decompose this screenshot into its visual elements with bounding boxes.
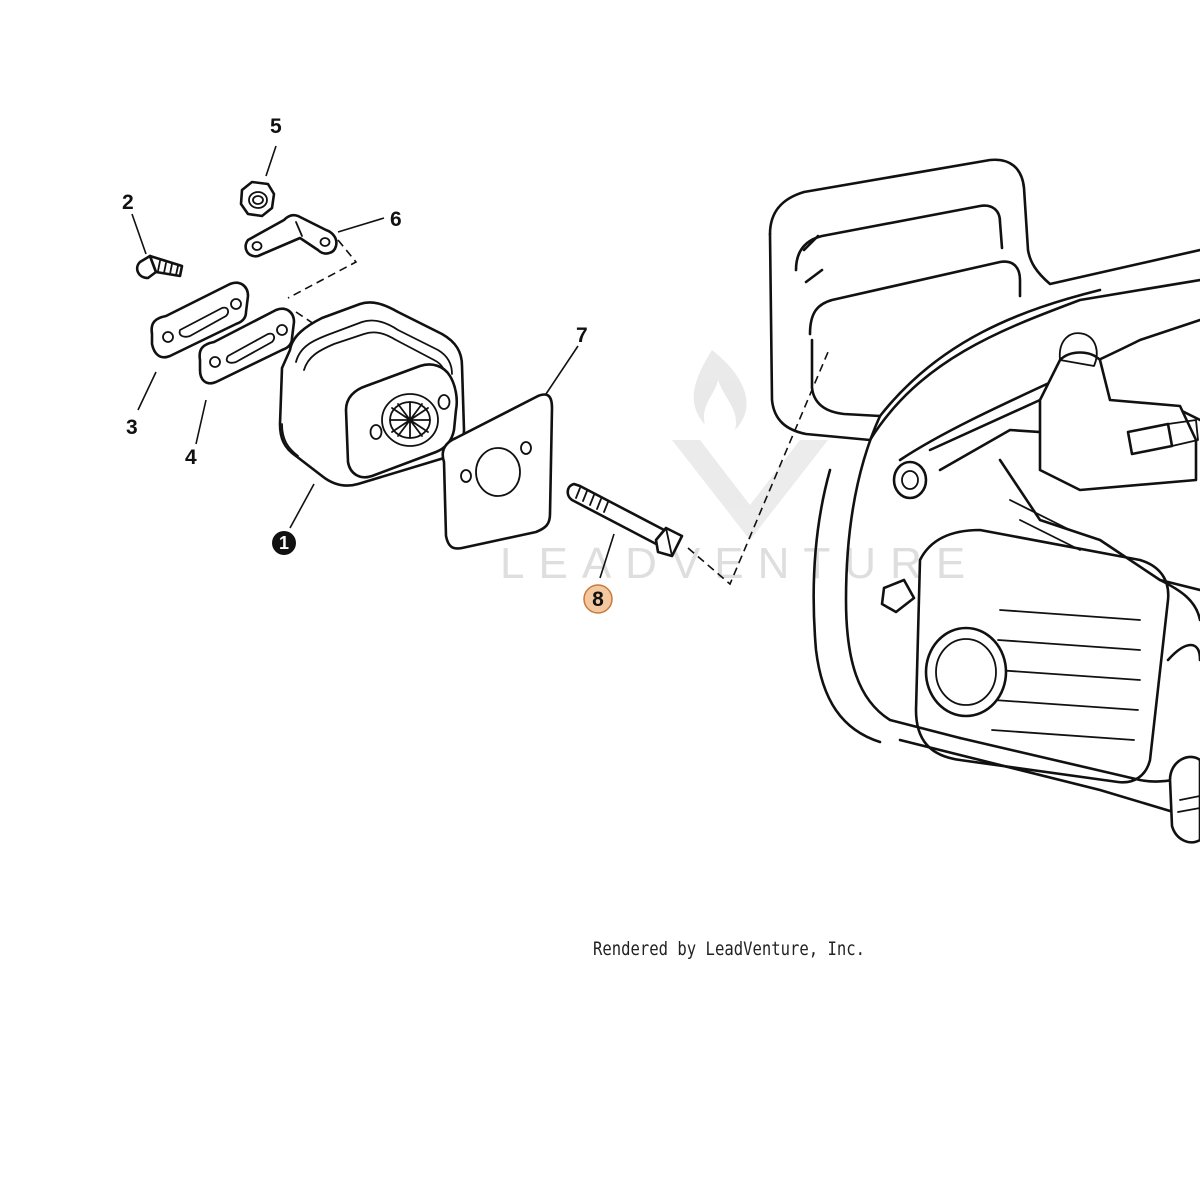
assembly-line-upper [287, 239, 358, 299]
assembly-line-lower [295, 311, 321, 329]
assembly-line-bolt [687, 351, 829, 586]
callout-4[interactable]: 4 [185, 446, 197, 469]
leader-8 [599, 533, 615, 579]
part-gasket-inner [198, 307, 296, 385]
callout-7[interactable]: 7 [576, 324, 588, 347]
chainsaw-engine-body [768, 158, 1200, 844]
part-bracket [244, 213, 338, 258]
part-screw [135, 254, 184, 280]
callout-3[interactable]: 3 [126, 416, 138, 439]
leader-4 [195, 399, 207, 445]
callout-1[interactable]: 1 [272, 531, 296, 555]
part-flange-nut [239, 180, 276, 218]
callout-5[interactable]: 5 [270, 115, 282, 138]
leader-3 [137, 371, 157, 411]
leader-1 [289, 483, 315, 529]
callout-2[interactable]: 2 [122, 191, 134, 214]
part-gasket-outer [150, 281, 250, 359]
callout-6[interactable]: 6 [390, 208, 402, 231]
part-bolt [566, 482, 684, 558]
part-gasket-plate [441, 393, 554, 550]
svg-text:1: 1 [279, 533, 289, 553]
footer-credit: Rendered by LeadVenture, Inc. [593, 938, 866, 960]
svg-text:8: 8 [592, 588, 604, 611]
leader-6 [337, 217, 385, 233]
part-muffler [278, 301, 466, 487]
leader-2 [131, 213, 147, 255]
watermark-logo [672, 350, 828, 540]
leader-5 [265, 145, 277, 177]
leader-7 [545, 345, 579, 395]
callout-8-highlighted[interactable]: 8 [583, 584, 613, 614]
watermark-text: LEADVENTURE [500, 539, 979, 588]
